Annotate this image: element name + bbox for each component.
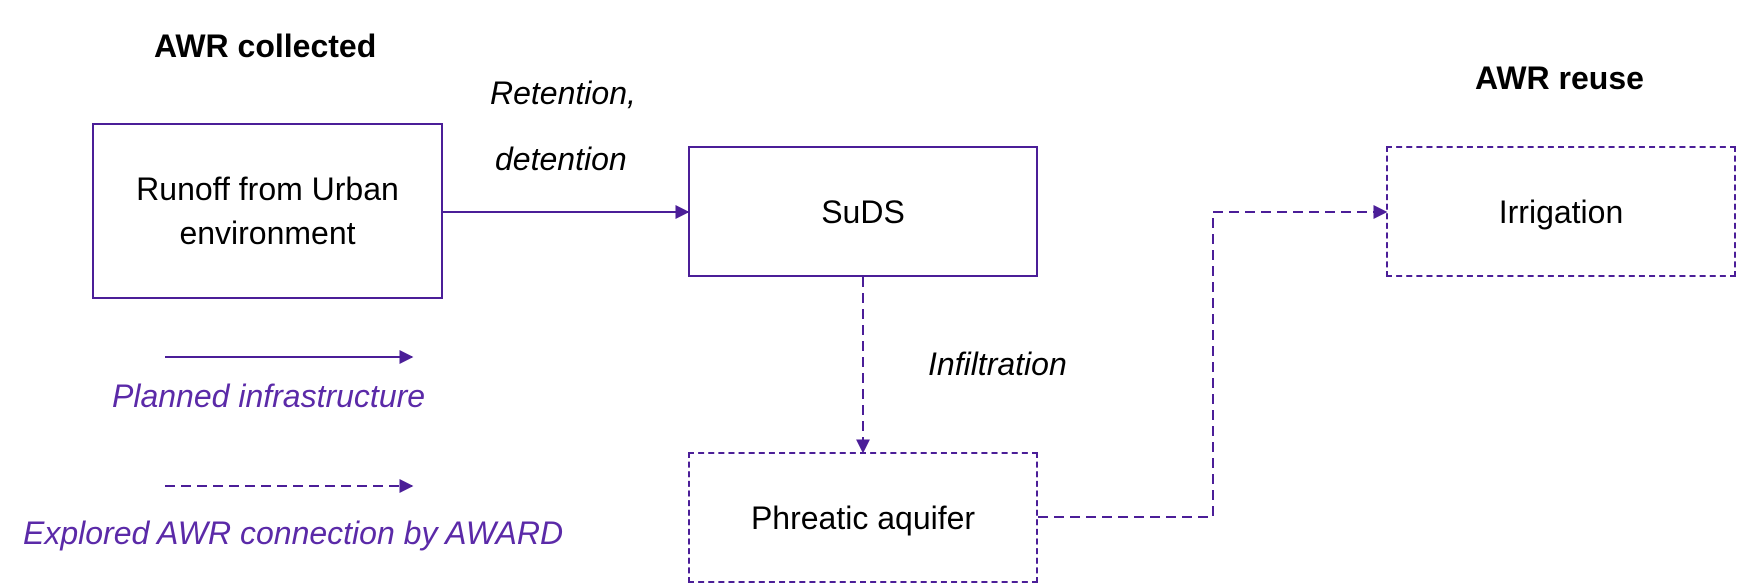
runoff-node: Runoff from Urban environment xyxy=(92,123,443,299)
legend-planned-label: Planned infrastructure xyxy=(112,378,426,414)
phreatic-aquifer-node-label: Phreatic aquifer xyxy=(750,499,976,536)
suds-node: SuDS xyxy=(688,146,1038,277)
detention-label: detention xyxy=(495,141,627,177)
irrigation-node-label: Irrigation xyxy=(1498,193,1624,230)
runoff-node-label-line1: Runoff from Urban xyxy=(136,171,399,207)
legend-explored-label: Explored AWR connection by AWARD xyxy=(23,515,564,551)
infiltration-label: Infiltration xyxy=(928,346,1067,382)
retention-label: Retention, xyxy=(490,75,636,111)
awr-reuse-heading: AWR reuse xyxy=(1475,60,1644,96)
runoff-node-label-line2: environment xyxy=(179,215,356,251)
awr-collected-heading: AWR collected xyxy=(154,28,377,64)
aquifer-to-irrigation-arrow xyxy=(1038,205,1388,518)
suds-node-label: SuDS xyxy=(821,193,905,230)
